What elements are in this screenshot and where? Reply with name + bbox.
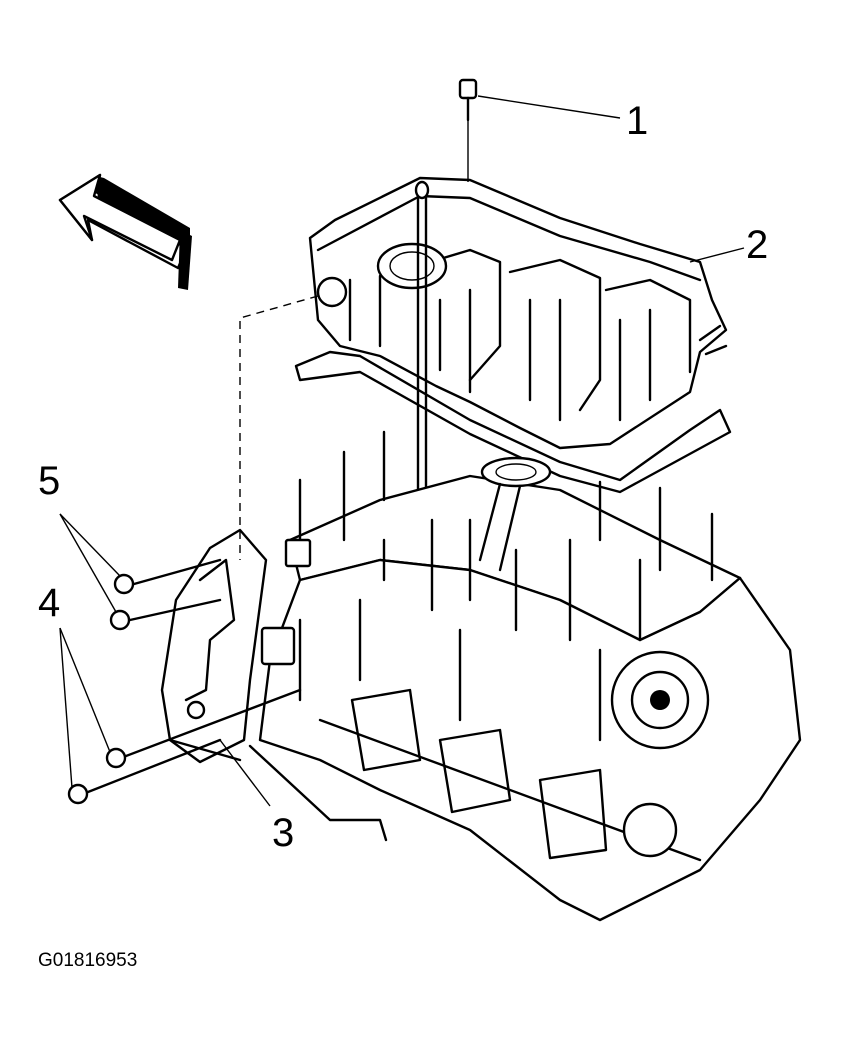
oil-pan bbox=[294, 176, 732, 494]
callout-3: 3 bbox=[272, 811, 294, 855]
callout-5: 5 bbox=[38, 459, 60, 503]
bracket-bolts-upper bbox=[109, 558, 222, 631]
leader-lines bbox=[59, 95, 745, 807]
transmission-bracket bbox=[160, 528, 268, 764]
bracket-bolts-lower bbox=[67, 688, 302, 805]
callout-4: 4 bbox=[38, 581, 60, 625]
front-direction-arrow-icon bbox=[58, 173, 192, 290]
oil-pan-bolt-icon bbox=[458, 78, 478, 182]
dipstick-tube bbox=[414, 180, 430, 522]
engine-block bbox=[248, 430, 802, 922]
callout-1: 1 bbox=[626, 99, 648, 143]
figure-id: G01816953 bbox=[38, 950, 137, 971]
callout-2: 2 bbox=[746, 223, 768, 267]
